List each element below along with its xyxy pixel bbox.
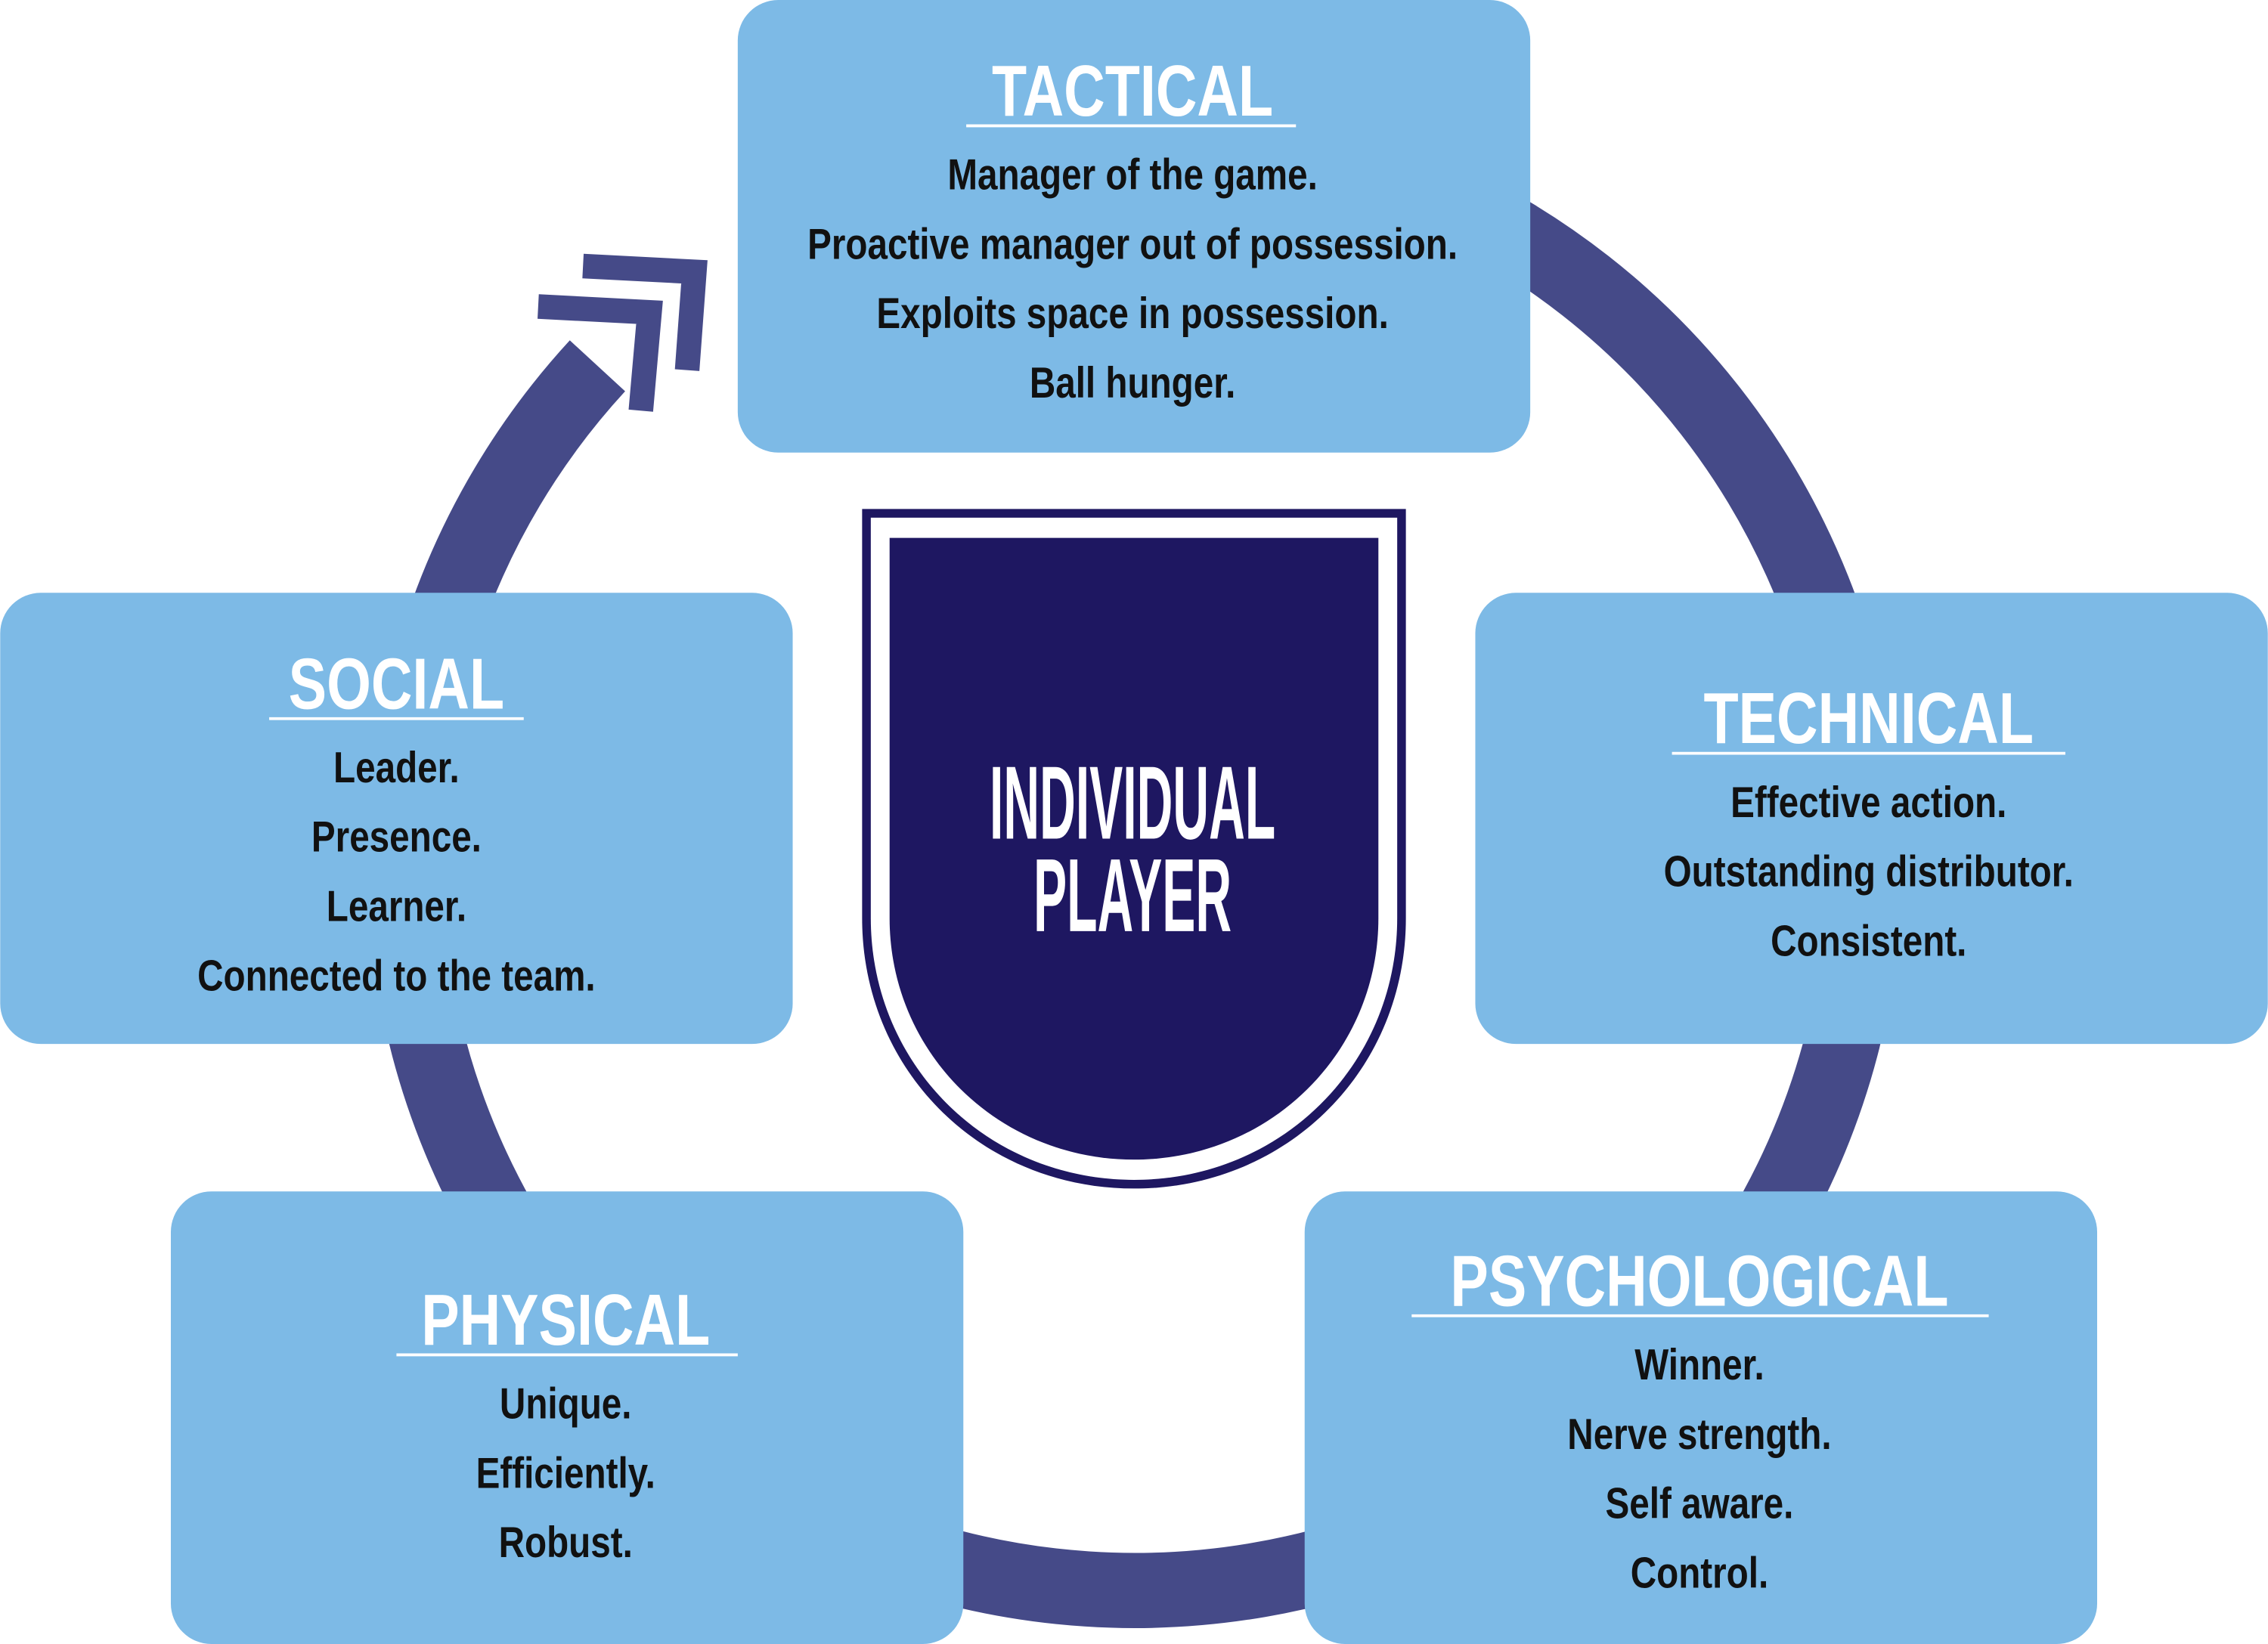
physical-box: PHYSICAL Unique. Efficiently. Robust. — [170, 1191, 964, 1644]
physical-item: Efficiently. — [476, 1449, 655, 1497]
social-item: Learner. — [327, 882, 466, 930]
social-item: Leader. — [333, 744, 460, 792]
psychological-item: Self aware. — [1606, 1479, 1794, 1528]
technical-item: Consistent. — [1771, 917, 1966, 965]
tactical-item: Manager of the game. — [947, 150, 1317, 199]
center-title-line1: INDIVIDUAL — [990, 745, 1275, 861]
technical-heading: TECHNICAL — [1704, 679, 2034, 760]
psychological-heading: PSYCHOLOGICAL — [1450, 1241, 1948, 1322]
technical-box: TECHNICAL Effective action. Outstanding … — [1475, 593, 2268, 1045]
social-item: Presence. — [311, 813, 482, 862]
tactical-item: Ball hunger. — [1030, 359, 1236, 407]
psychological-item: Winner. — [1634, 1341, 1765, 1389]
physical-item: Unique. — [500, 1379, 632, 1428]
tactical-heading: TACTICAL — [992, 51, 1273, 132]
center-title-line2: PLAYER — [1033, 837, 1232, 953]
physical-heading: PHYSICAL — [421, 1280, 710, 1361]
tactical-item: Exploits space in possession. — [876, 289, 1388, 338]
center-shield: INDIVIDUAL PLAYER — [862, 509, 1406, 1189]
tactical-box: TACTICAL Manager of the game. Proactive … — [737, 0, 1531, 453]
social-heading: SOCIAL — [289, 644, 504, 725]
social-item: Connected to the team. — [197, 952, 595, 1000]
social-box: SOCIAL Leader. Presence. Learner. Connec… — [0, 593, 793, 1045]
arrow-chevrons-icon — [538, 253, 708, 412]
tactical-item: Proactive manager out of possession. — [807, 220, 1458, 268]
psychological-box: PSYCHOLOGICAL Winner. Nerve strength. Se… — [1304, 1191, 2098, 1644]
physical-item: Robust. — [499, 1519, 633, 1567]
technical-item: Effective action. — [1730, 779, 2006, 827]
psychological-item: Nerve strength. — [1567, 1410, 1831, 1459]
psychological-item: Control. — [1631, 1549, 1768, 1597]
technical-item: Outstanding distributor. — [1664, 847, 2074, 896]
